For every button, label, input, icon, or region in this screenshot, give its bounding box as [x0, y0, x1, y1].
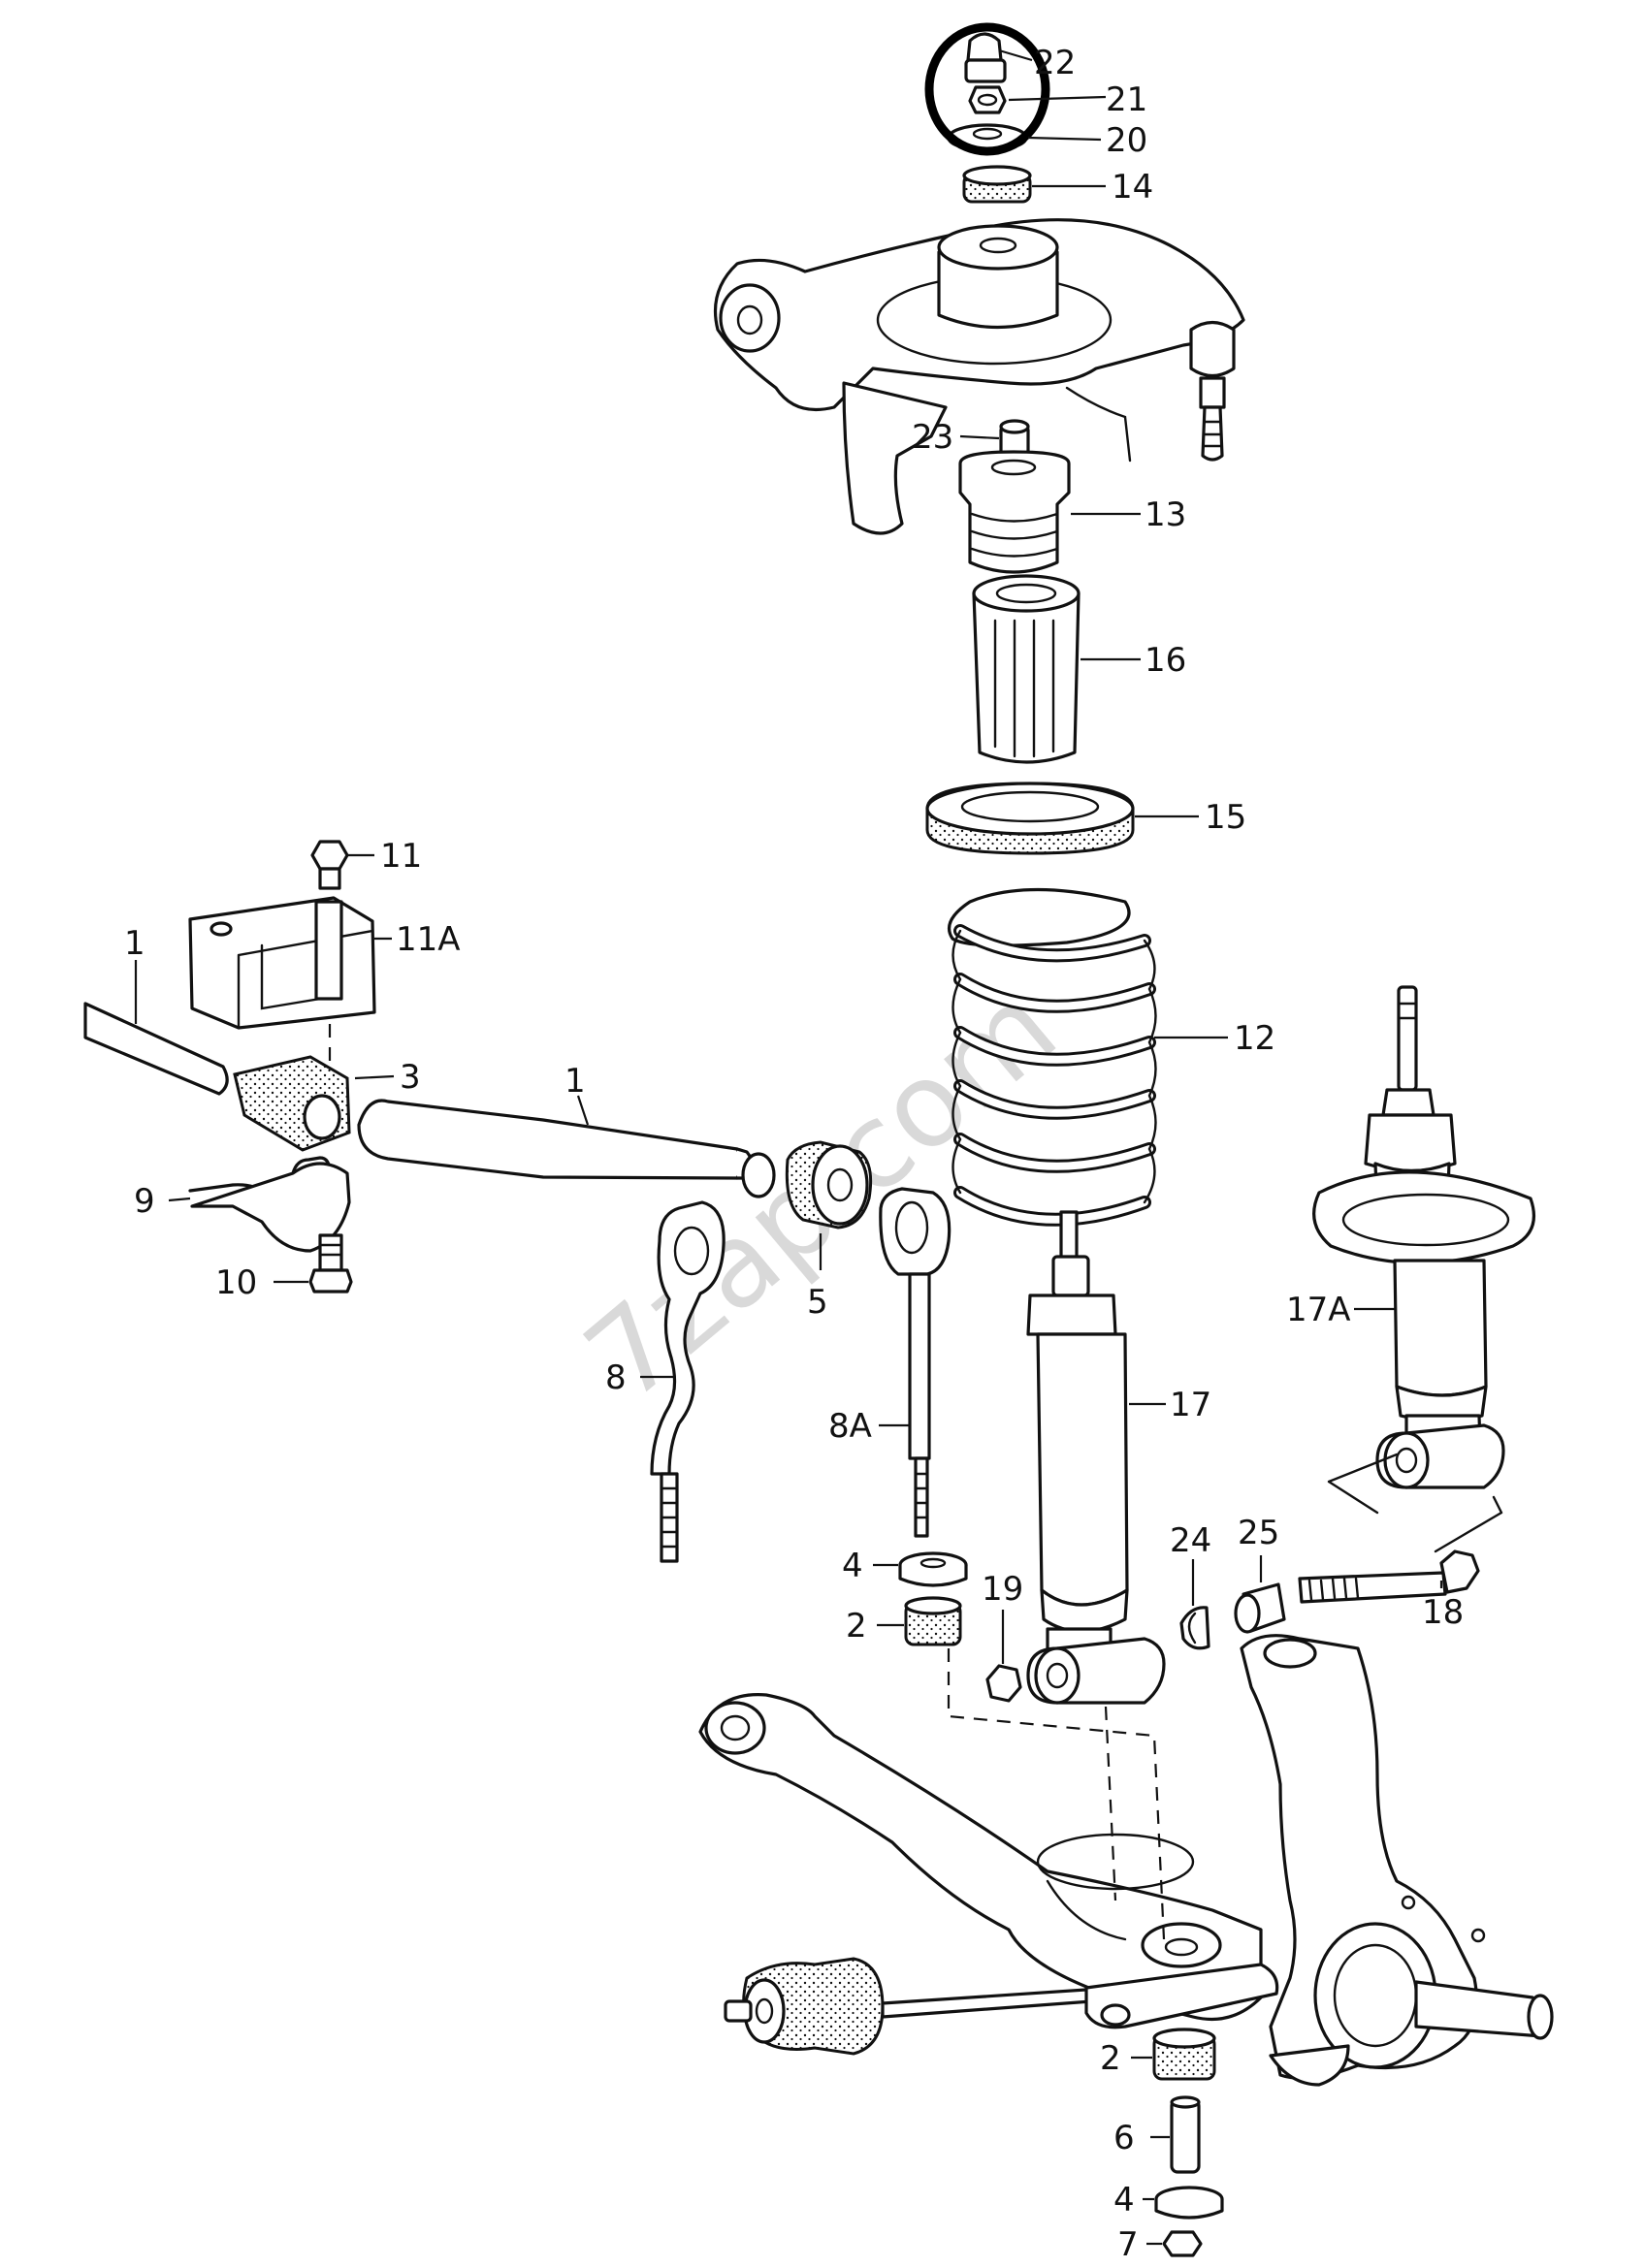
callout-3: 3 [400, 1058, 421, 1097]
callout-11: 11 [380, 837, 422, 876]
callout-23: 23 [912, 418, 953, 457]
sleeve-6-part [1170, 2095, 1201, 2174]
stabilizer-bushing-part [233, 1055, 351, 1152]
tie-rod-part [724, 1957, 1279, 2056]
callout-13: 13 [1145, 495, 1186, 534]
callout-7: 7 [1117, 2225, 1139, 2264]
strut-cartridge-part [1312, 985, 1535, 1553]
callout-16: 16 [1145, 641, 1186, 680]
callout-25: 25 [1238, 1514, 1279, 1552]
callout-5: 5 [807, 1283, 828, 1322]
upper-control-arm-part [713, 218, 1245, 535]
callout-15: 15 [1205, 798, 1246, 837]
bushing-25-part [1234, 1582, 1286, 1634]
nut-7-part [1162, 2230, 1203, 2257]
callout-1-right: 1 [564, 1062, 586, 1101]
callout-20: 20 [1106, 121, 1147, 160]
callout-10: 10 [215, 1263, 257, 1302]
bushing-24-part [1179, 1606, 1210, 1650]
bushing-2-upper-part [904, 1596, 962, 1646]
callout-11A: 11A [396, 920, 461, 959]
bump-stop-part [958, 450, 1071, 574]
callout-14: 14 [1112, 168, 1153, 207]
shock-absorber-part [1026, 1210, 1166, 1705]
protective-sleeve-part [972, 574, 1081, 764]
callout-8: 8 [605, 1358, 627, 1397]
bracket-11A-part [188, 896, 376, 1030]
callout-9: 9 [134, 1182, 155, 1221]
callout-2-lower: 2 [1100, 2039, 1121, 2078]
link-8A-part [879, 1187, 952, 1538]
callout-4-lower: 4 [1113, 2181, 1135, 2220]
highlight-circle [924, 22, 1050, 156]
callout-21: 21 [1106, 80, 1147, 119]
steering-knuckle-part [1240, 1634, 1554, 2087]
link-bushing-5-part [785, 1140, 873, 1230]
link-8-part [650, 1200, 726, 1563]
callout-2-upper: 2 [846, 1607, 867, 1645]
bolt-10-part [308, 1233, 353, 1294]
callout-18: 18 [1422, 1593, 1464, 1632]
nut-11-part [310, 840, 349, 890]
callout-labels: 22 21 20 14 23 13 16 15 11 11A 1 1 3 12 … [124, 44, 1464, 2264]
callout-1-left: 1 [124, 924, 145, 963]
bushing-2-lower-part [1152, 2028, 1216, 2081]
callout-17: 17 [1170, 1386, 1211, 1424]
leader-lines [134, 48, 1443, 2246]
callout-4-upper: 4 [842, 1547, 863, 1585]
callout-6: 6 [1113, 2119, 1135, 2157]
nut-19-part [985, 1664, 1022, 1703]
coil-spring-part [948, 887, 1157, 1227]
callout-12: 12 [1234, 1019, 1275, 1058]
callout-22: 22 [1034, 44, 1076, 82]
lower-control-arm-part [698, 1648, 1263, 2022]
callout-19: 19 [982, 1570, 1023, 1609]
washer-4-lower-part [1154, 2186, 1224, 2220]
nut-part [968, 85, 1007, 114]
stabilizer-bar-part [83, 1002, 776, 1198]
cap-nut-part [964, 32, 1007, 83]
washer-4-upper-part [898, 1551, 968, 1587]
rubber-bushing-top-part [962, 165, 1032, 204]
callout-24: 24 [1170, 1521, 1211, 1560]
callout-17A: 17A [1286, 1291, 1351, 1329]
spring-seat-part [925, 782, 1135, 855]
bolt-part [1298, 1549, 1480, 1604]
callout-8A: 8A [828, 1407, 872, 1446]
